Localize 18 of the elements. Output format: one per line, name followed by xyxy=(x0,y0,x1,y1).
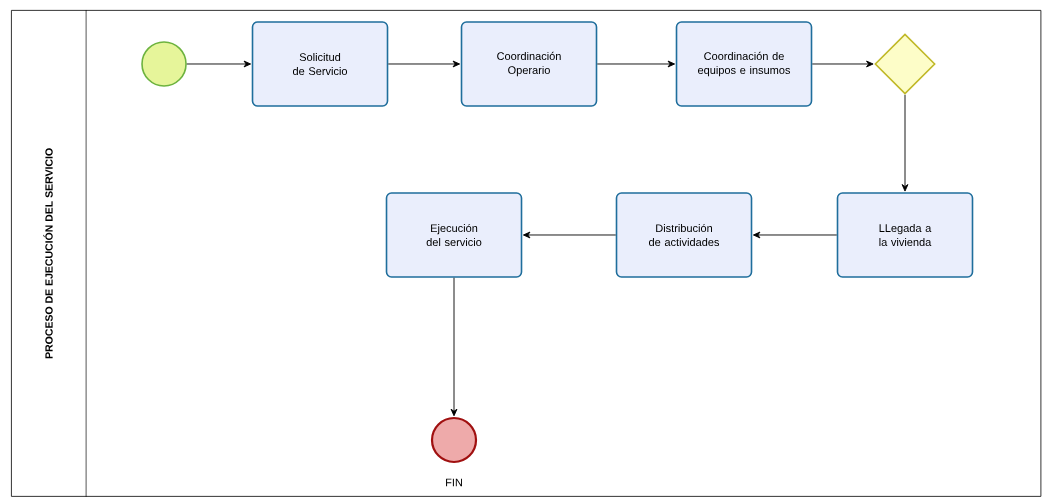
arrow xyxy=(186,60,252,68)
process-box: LLegada a la vivienda xyxy=(836,192,974,278)
arrow xyxy=(811,60,874,68)
process-box: Coordinación Operario xyxy=(460,21,598,107)
arrow xyxy=(522,231,617,239)
process-box: Solicitud de Servicio xyxy=(251,21,389,107)
gateway-diamond xyxy=(874,33,936,95)
arrow xyxy=(901,94,909,192)
process-box: Coordinación de equipos e insumos xyxy=(675,21,813,107)
arrow xyxy=(387,60,461,68)
start-event-circle xyxy=(141,41,187,87)
event-label: FIN xyxy=(446,478,462,487)
lane-title: PROCESO DE EJECUCIÓN DEL SERVICIO xyxy=(43,148,53,359)
arrow xyxy=(596,60,676,68)
arrow xyxy=(450,277,458,417)
arrow xyxy=(752,231,838,239)
process-box: Distribución de actividades xyxy=(615,192,753,278)
process-box: Ejecución del servicio xyxy=(385,192,523,278)
